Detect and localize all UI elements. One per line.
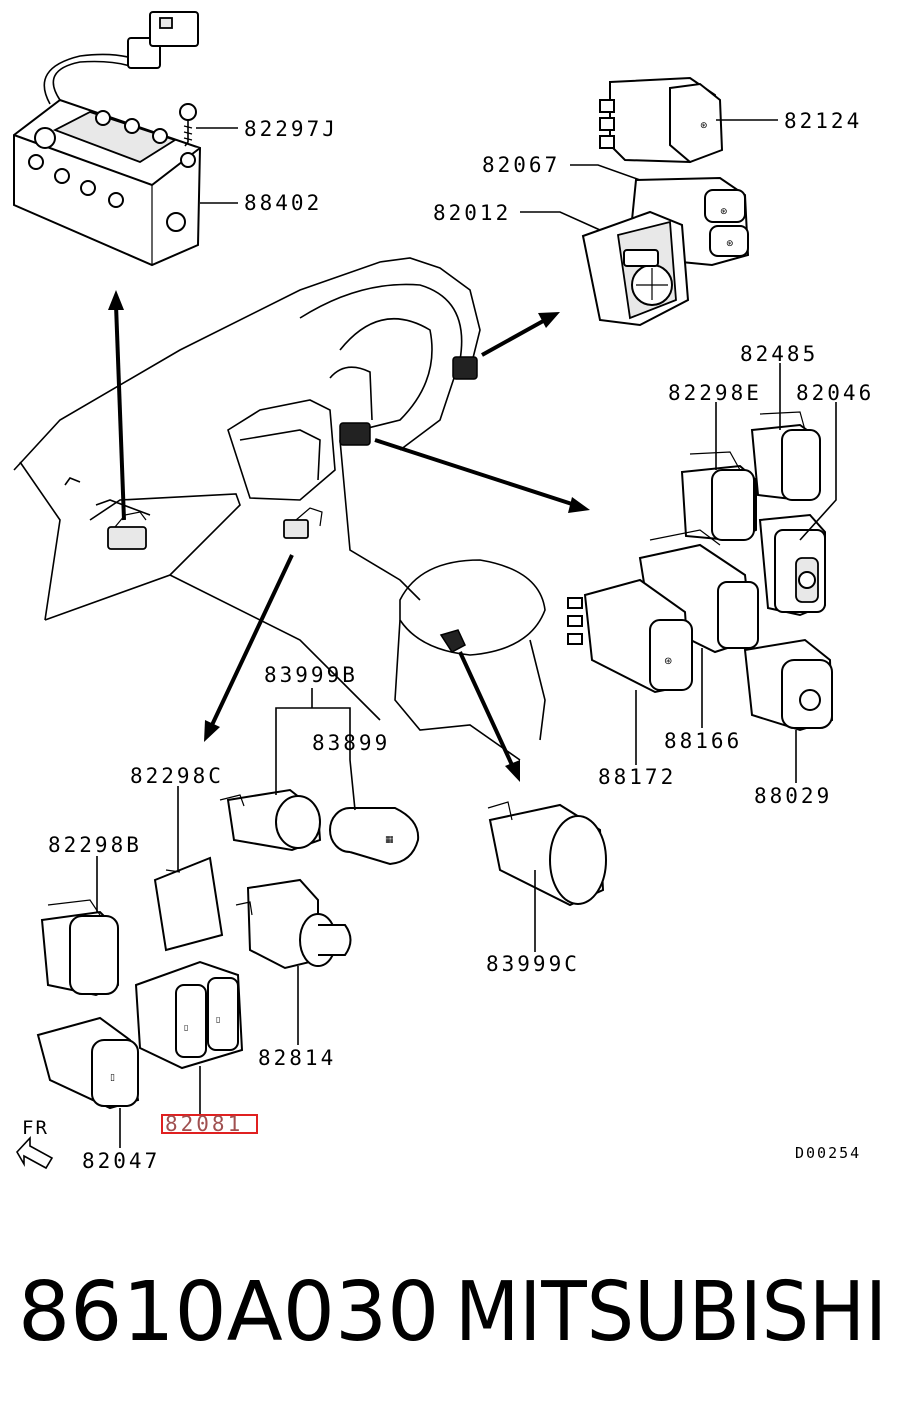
- label-82298E: 82298E: [668, 381, 762, 405]
- part-82067-switch: ⊛ ⊛: [628, 176, 750, 267]
- svg-text:▯: ▯: [110, 1073, 115, 1083]
- label-88402: 88402: [244, 191, 322, 215]
- label-88166: 88166: [664, 729, 742, 753]
- part-82814-lighter: [235, 878, 352, 970]
- dash-connector-center: [283, 422, 371, 539]
- svg-text:⊛: ⊛: [700, 121, 708, 131]
- label-83999B: 83999B: [264, 663, 358, 687]
- part-82047-switch: ▯: [36, 1016, 140, 1110]
- part-82298C-cover: [153, 856, 224, 952]
- arrow-to-83999C: [458, 651, 520, 782]
- part-82124-switch: ⊛: [599, 76, 724, 164]
- part-82297J-screw: [179, 103, 197, 147]
- label-82485: 82485: [740, 342, 818, 366]
- caption-brand: MITSUBISHI: [455, 1265, 887, 1360]
- part-82298B-switch: [40, 899, 120, 997]
- part-83999B-socket: [219, 788, 322, 852]
- label-82067: 82067: [482, 153, 560, 177]
- part-88029-switch: [743, 638, 834, 732]
- part-82012-mirror-switch: [581, 210, 690, 327]
- label-82298C: 82298C: [130, 764, 224, 788]
- label-82814: 82814: [258, 1046, 336, 1070]
- arrow-to-82012: [481, 312, 560, 357]
- svg-text:⊛: ⊛: [726, 239, 734, 249]
- label-88172: 88172: [598, 765, 676, 789]
- part-83899-plug: ▦: [329, 807, 420, 866]
- dash-connector-steering: [439, 629, 466, 653]
- fr-label: FR: [22, 1117, 49, 1139]
- dash-connector-right: [452, 356, 478, 380]
- label-82297J: 82297J: [244, 117, 338, 141]
- dash-connector-left: [107, 511, 147, 550]
- highlight-box-82081: [161, 1114, 258, 1134]
- part-82081-switch-block: ▯ ▯: [134, 960, 244, 1070]
- leader-lines: [96, 119, 837, 1148]
- arrow-to-88402: [108, 290, 126, 521]
- arrow-to-lower-left: [204, 554, 294, 742]
- dashboard-outline: [13, 257, 546, 761]
- label-82081: 82081: [165, 1112, 243, 1136]
- label-82124: 82124: [784, 109, 862, 133]
- part-88402-module: [13, 11, 202, 267]
- label-83999C: 83999C: [486, 952, 580, 976]
- part-83999C-socket: [487, 801, 607, 907]
- svg-text:⊛: ⊛: [720, 207, 728, 217]
- part-82485-switch: [750, 411, 822, 502]
- caption-part-number: 8610A030: [18, 1265, 439, 1360]
- svg-text:▯: ▯: [216, 1015, 220, 1024]
- part-82046-switch: [758, 513, 826, 617]
- fr-arrow-icon: [16, 1135, 54, 1170]
- label-88029: 88029: [754, 784, 832, 808]
- part-88172-switch: ⊛: [567, 578, 693, 694]
- diagram-code: D00254: [795, 1144, 861, 1162]
- arrow-to-switch-group: [374, 438, 590, 513]
- label-82046: 82046: [796, 381, 874, 405]
- svg-text:▦: ▦: [385, 835, 394, 845]
- label-82047: 82047: [82, 1149, 160, 1173]
- svg-text:▯: ▯: [184, 1023, 188, 1032]
- label-82012: 82012: [433, 201, 511, 225]
- svg-text:⊛: ⊛: [664, 656, 672, 667]
- part-82298E-switch: [680, 451, 757, 542]
- label-83899: 83899: [312, 731, 390, 755]
- label-82298B: 82298B: [48, 833, 142, 857]
